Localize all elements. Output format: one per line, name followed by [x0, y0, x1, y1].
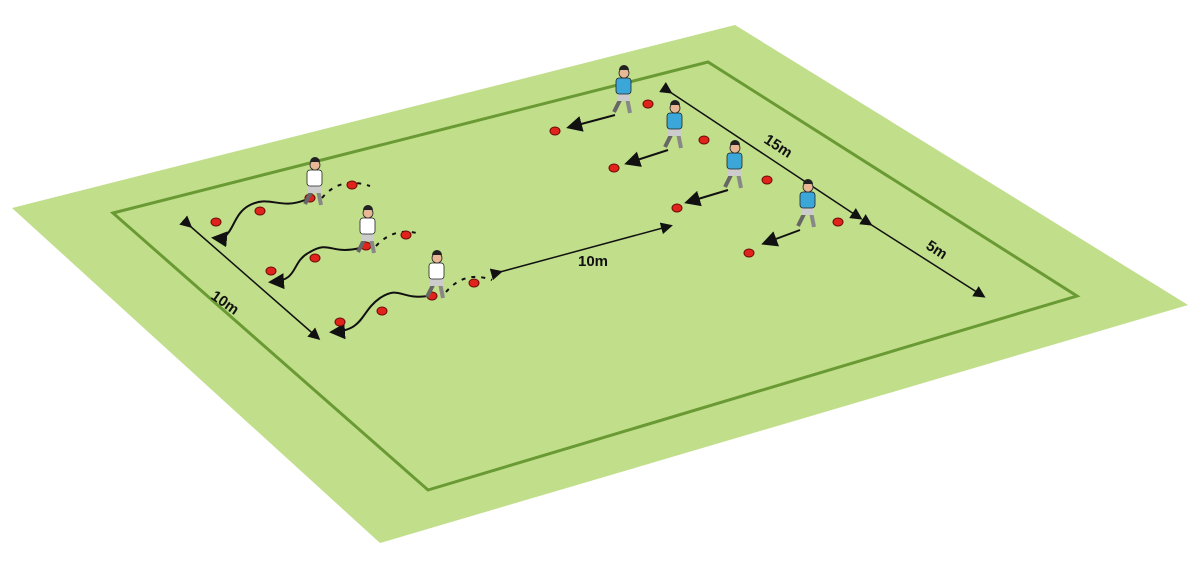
cone-marker — [376, 306, 388, 316]
cone-marker — [309, 253, 321, 263]
cone-marker — [671, 203, 683, 213]
player — [425, 250, 445, 299]
player — [356, 205, 376, 254]
player — [796, 179, 816, 228]
cone-marker — [608, 163, 620, 173]
cone-marker — [698, 135, 710, 145]
field — [12, 25, 1188, 543]
cone-marker — [743, 248, 755, 258]
measure-lines — [179, 82, 986, 340]
label-gap: 10m — [578, 253, 608, 270]
boundary-line — [109, 60, 1081, 492]
cone-marker — [832, 217, 844, 227]
players — [303, 65, 816, 299]
cone-marker — [400, 230, 412, 240]
player — [723, 140, 743, 189]
player — [663, 100, 683, 149]
cone-marker — [549, 126, 561, 136]
cone-marker — [642, 99, 654, 109]
cone-marker — [210, 217, 222, 227]
cone-marker — [265, 266, 277, 276]
cone-marker — [254, 206, 266, 216]
cone-marker — [346, 180, 358, 190]
cone-marker — [761, 175, 773, 185]
player — [612, 65, 632, 114]
cone-marker — [334, 317, 346, 327]
weave-path — [329, 291, 429, 340]
player — [303, 157, 323, 206]
cone-marker — [468, 278, 480, 288]
